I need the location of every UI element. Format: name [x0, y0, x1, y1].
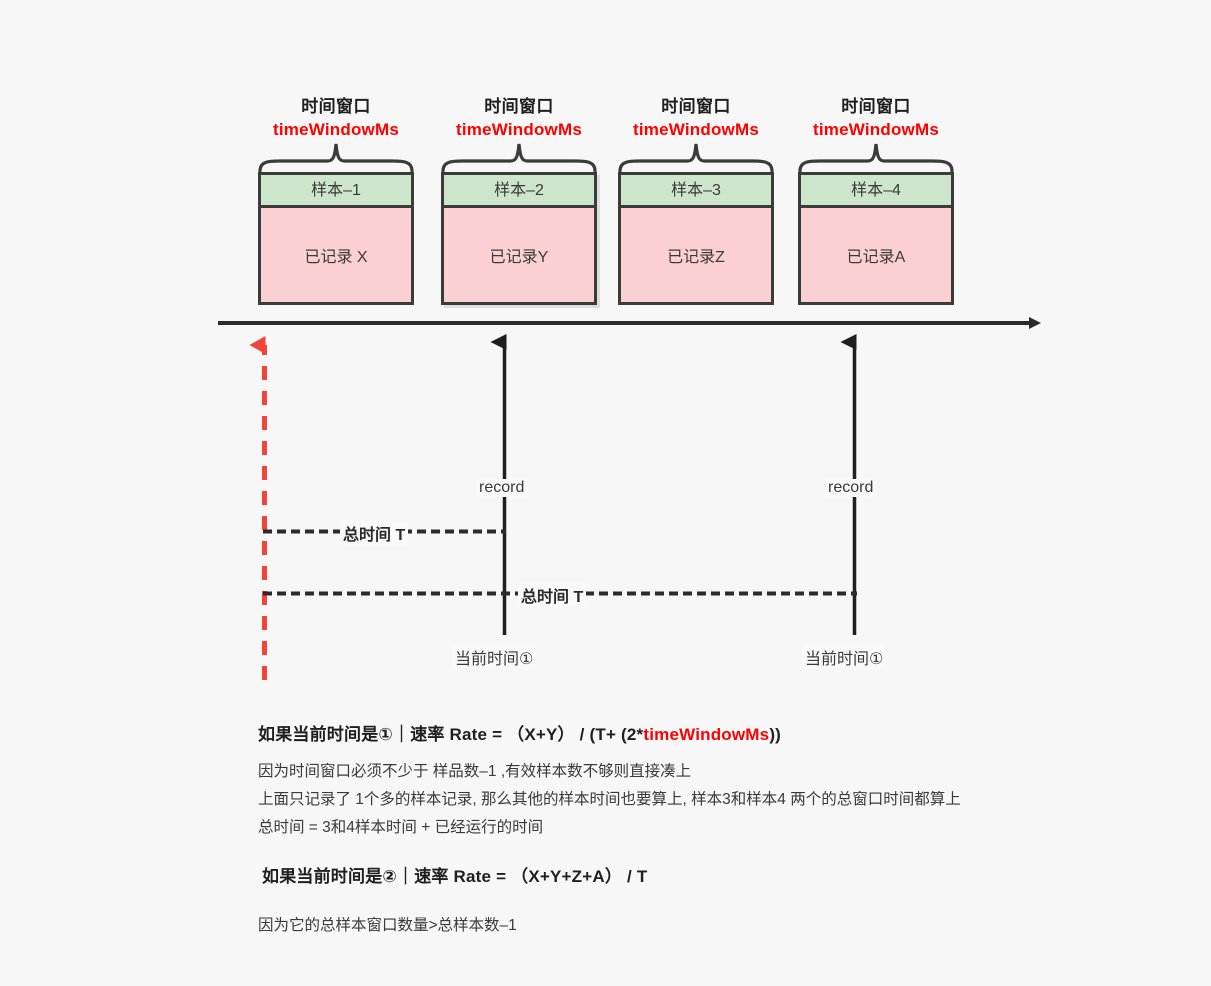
notes-section: 如果当前时间是①｜速率 Rate = （X+Y） / (T+ (2*timeWi… — [258, 720, 1188, 940]
window-variable-1: timeWindowMs — [273, 120, 399, 139]
sample-box-3: 样本–3 — [618, 172, 774, 208]
note-head-case1-suffix: )) — [769, 725, 782, 744]
brace-icon-4 — [798, 142, 954, 172]
note-head-case1-red: timeWindowMs — [643, 725, 770, 744]
record-box-3: 已记录Z — [618, 208, 774, 305]
note-line-3: 总时间 = 3和4样本时间 + 已经运行的时间 — [258, 819, 544, 836]
note-head-case1: 如果当前时间是①｜速率 Rate = （X+Y） / (T+ (2*timeWi… — [258, 720, 1188, 750]
note-line-4: 因为它的总样本窗口数量>总样本数–1 — [258, 917, 517, 934]
window-variable-4: timeWindowMs — [813, 120, 939, 139]
window-variable-2: timeWindowMs — [456, 120, 582, 139]
spacer — [258, 842, 1188, 862]
current-time-label-2: 当前时间① — [802, 645, 887, 669]
record-box-2: 已记录Y — [441, 208, 597, 305]
brace-icon-1 — [258, 142, 414, 172]
time-window-4: 时间窗口 timeWindowMs 样本–4 已记录A — [798, 95, 954, 305]
brace-icon-3 — [618, 142, 774, 172]
spacer — [258, 750, 1188, 758]
total-time-label-2: 总时间 T — [518, 583, 587, 607]
note-head-case1-prefix: 如果当前时间是①｜速率 Rate = （X+Y） / (T+ (2* — [258, 725, 644, 744]
window-variable-3: timeWindowMs — [633, 120, 759, 139]
total-time-label-1: 总时间 T — [340, 521, 409, 545]
record-label-1: record — [476, 479, 528, 497]
sample-box-2: 样本–2 — [441, 172, 597, 208]
time-window-3: 时间窗口 timeWindowMs 样本–3 已记录Z — [618, 95, 774, 305]
window-title-4: 时间窗口 — [841, 97, 911, 116]
time-window-1: 时间窗口 timeWindowMs 样本–1 已记录 X — [258, 95, 414, 305]
sample-box-4: 样本–4 — [798, 172, 954, 208]
record-box-1: 已记录 X — [258, 208, 414, 305]
note-head-case2: 如果当前时间是②｜速率 Rate = （X+Y+Z+A） / T — [262, 867, 648, 886]
time-window-2: 时间窗口 timeWindowMs 样本–2 已记录Y — [441, 95, 597, 305]
window-title-3: 时间窗口 — [661, 97, 731, 116]
note-line-2: 上面只记录了 1个多的样本记录, 那么其他的样本时间也要算上, 样本3和样本4 … — [258, 791, 961, 808]
current-time-label-1: 当前时间① — [452, 645, 537, 669]
brace-icon-2 — [441, 142, 597, 172]
record-label-2: record — [825, 479, 877, 497]
note-line-1: 因为时间窗口必须不少于 样品数–1 ,有效样本数不够则直接凑上 — [258, 763, 692, 780]
record-box-4: 已记录A — [798, 208, 954, 305]
window-title-1: 时间窗口 — [301, 97, 371, 116]
window-title-2: 时间窗口 — [484, 97, 554, 116]
sample-box-1: 样本–1 — [258, 172, 414, 208]
spacer — [258, 892, 1188, 912]
